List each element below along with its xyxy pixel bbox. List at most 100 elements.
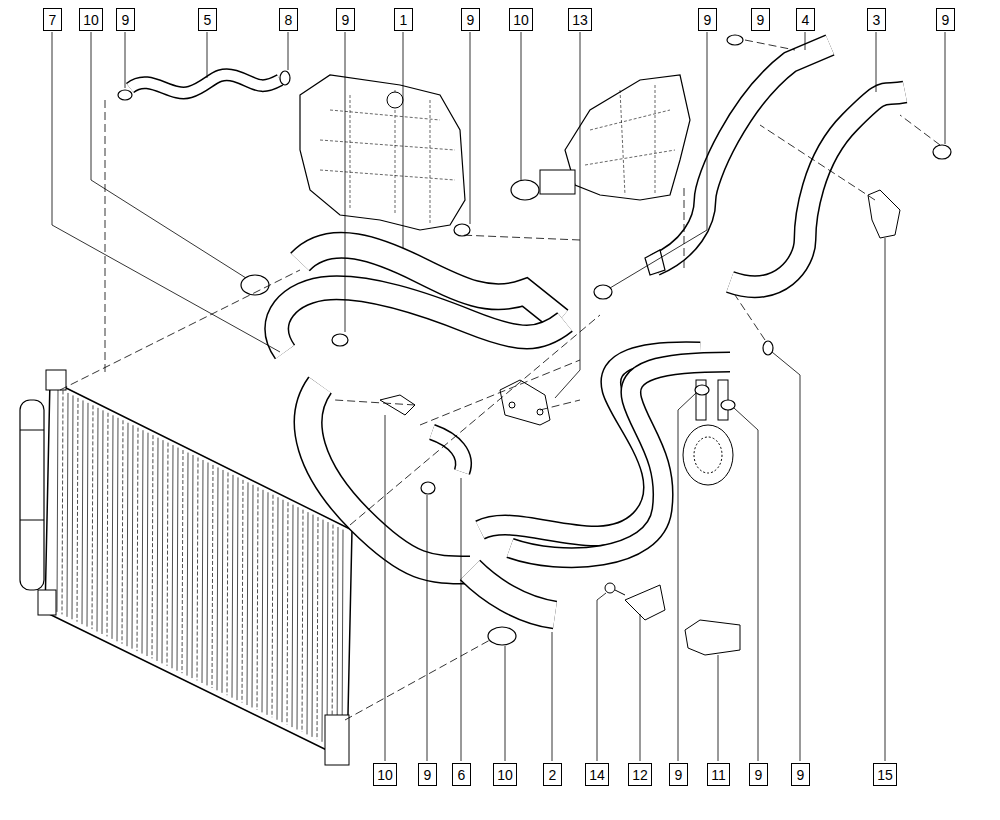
- radiator-fin: [257, 487, 258, 710]
- callout-number: 9: [942, 13, 950, 27]
- radiator-fin: [142, 430, 143, 653]
- callout-box: 9: [669, 763, 688, 786]
- callout-number: 15: [877, 768, 893, 782]
- radiator-fin: [157, 438, 158, 661]
- hose-body: [308, 385, 470, 570]
- callout-number: 14: [589, 768, 605, 782]
- callout-number: 13: [572, 13, 588, 27]
- radiator-fin: [137, 428, 138, 651]
- leader-lines: [52, 32, 945, 761]
- radiator-fin: [217, 467, 218, 690]
- radiator-fin: [62, 390, 63, 614]
- radiator-fin: [277, 497, 278, 719]
- callout-number: 9: [675, 768, 683, 782]
- callout-box: 9: [791, 763, 810, 786]
- hose-outline: [730, 92, 905, 287]
- callout-box: 10: [493, 763, 517, 786]
- radiator-fin: [252, 485, 253, 708]
- radiator-fin: [72, 395, 73, 619]
- radiator-fin: [107, 413, 108, 637]
- radiator-fin: [122, 420, 123, 644]
- callout-box: 9: [749, 763, 768, 786]
- hose-body: [470, 570, 555, 615]
- radiator-fin: [237, 477, 238, 700]
- radiator-fin: [182, 450, 183, 673]
- callout-number: 9: [467, 13, 475, 27]
- radiator-fin: [117, 418, 118, 642]
- radiator-fin: [127, 423, 128, 646]
- callout-box: 15: [873, 763, 897, 786]
- hose-outline: [277, 288, 565, 352]
- radiator-fin: [192, 455, 193, 678]
- radiator-fin: [292, 505, 293, 727]
- callout-number: 3: [873, 13, 881, 27]
- callout-number: 2: [549, 768, 557, 782]
- radiator-fin: [207, 462, 208, 685]
- callout-box: 13: [568, 8, 592, 31]
- callout-number: 10: [513, 13, 529, 27]
- radiator-fin: [232, 475, 233, 698]
- callout-number: 8: [285, 13, 293, 27]
- callout-box: 4: [796, 8, 815, 31]
- callout-number: 7: [49, 13, 57, 27]
- hose-body: [130, 75, 280, 93]
- radiator-fin: [312, 515, 313, 737]
- radiator-fin: [322, 520, 323, 742]
- engine-block: [300, 75, 465, 230]
- callout-box: 9: [751, 8, 770, 31]
- assembly-dashes: [60, 40, 940, 720]
- radiator-fin: [317, 517, 318, 739]
- radiator-fin: [302, 510, 303, 732]
- radiator-fin: [152, 435, 153, 658]
- radiator-fin: [167, 443, 168, 666]
- callout-number: 6: [458, 768, 466, 782]
- radiator-fin: [67, 393, 68, 617]
- radiator-fin: [247, 482, 248, 705]
- callout-number: 10: [83, 13, 99, 27]
- callout-number: 1: [400, 13, 408, 27]
- callout-number: 5: [204, 13, 212, 27]
- callout-box: 10: [79, 8, 103, 31]
- callout-box: 9: [936, 8, 955, 31]
- radiator-fin: [332, 525, 333, 747]
- radiator-fin: [202, 460, 203, 683]
- callout-box: 7: [43, 8, 62, 31]
- hose-body: [277, 288, 565, 352]
- callout-number: 9: [342, 13, 350, 27]
- radiator-fin: [222, 470, 223, 693]
- hose-outline: [130, 75, 280, 93]
- callout-box: 9: [336, 8, 355, 31]
- callout-box: 12: [628, 763, 652, 786]
- callout-number: 10: [497, 768, 513, 782]
- callout-number: 9: [797, 768, 805, 782]
- callout-box: 9: [698, 8, 717, 31]
- radiator-fin: [162, 440, 163, 663]
- radiator-fin: [87, 403, 88, 627]
- radiator-fin: [272, 495, 273, 718]
- callout-box: 14: [585, 763, 609, 786]
- radiator-fin: [282, 500, 283, 722]
- callout-number: 4: [802, 13, 810, 27]
- hose-body: [510, 362, 730, 558]
- callout-number: 9: [755, 768, 763, 782]
- radiator-fin: [77, 398, 78, 622]
- radiator-fin: [212, 465, 213, 688]
- callout-number: 9: [757, 13, 765, 27]
- radiator-fin: [132, 425, 133, 648]
- callout-number: 9: [122, 13, 130, 27]
- callout-box: 8: [279, 8, 298, 31]
- radiator-fin: [82, 400, 83, 624]
- hose-outline: [510, 362, 730, 558]
- callout-box: 2: [543, 763, 562, 786]
- radiator-fin: [242, 480, 243, 703]
- hose-outline: [470, 570, 555, 615]
- callout-box: 10: [373, 763, 397, 786]
- callout-number: 11: [711, 768, 726, 782]
- thermostat-housing: [565, 75, 690, 200]
- callout-box: 11: [707, 763, 730, 786]
- callout-box: 6: [452, 763, 471, 786]
- callout-number: 9: [424, 768, 432, 782]
- callout-box: 9: [116, 8, 135, 31]
- callout-box: 9: [418, 763, 437, 786]
